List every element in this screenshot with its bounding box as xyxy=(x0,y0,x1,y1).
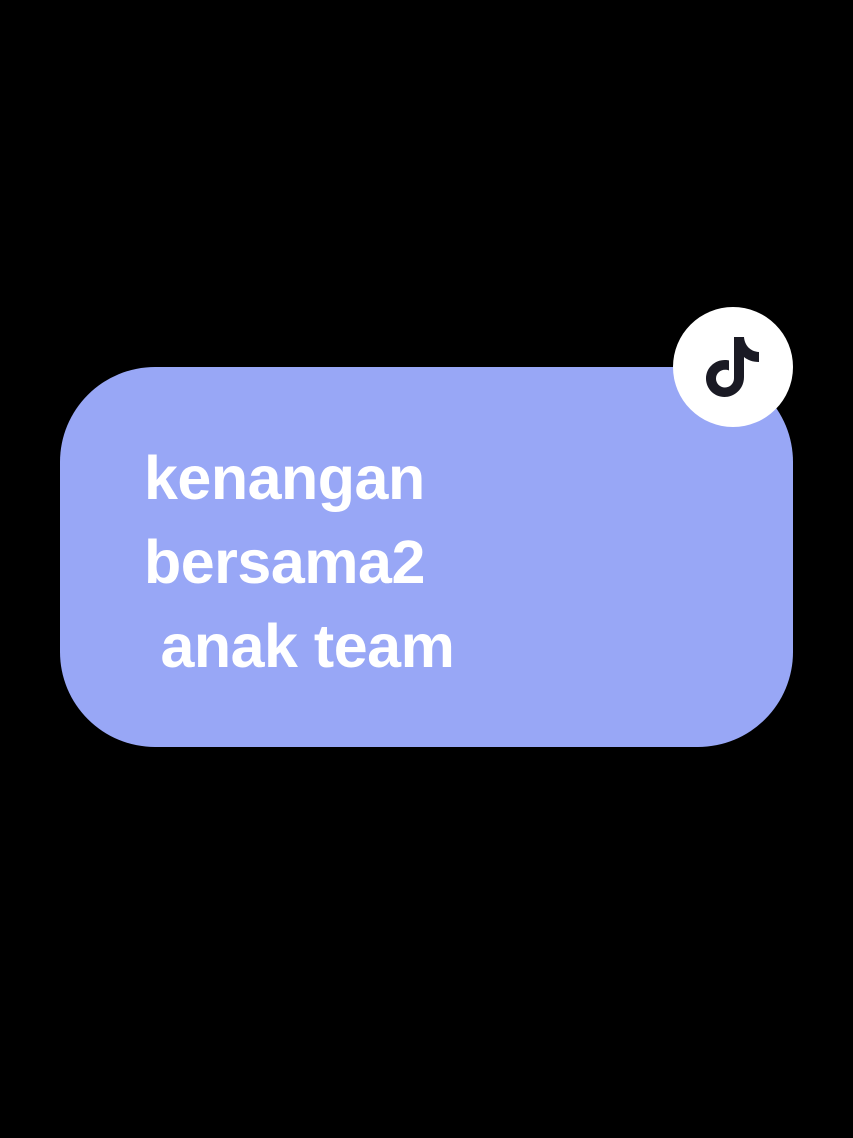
caption-line-2: bersama2 xyxy=(144,528,425,596)
tiktok-logo-icon xyxy=(706,337,759,397)
caption-line-3: anak team xyxy=(144,612,455,680)
caption-text: kenangan bersama2 anak team xyxy=(144,436,455,688)
caption-line-1: kenangan xyxy=(144,444,425,512)
tiktok-badge[interactable] xyxy=(673,307,793,427)
caption-bubble xyxy=(60,367,793,747)
